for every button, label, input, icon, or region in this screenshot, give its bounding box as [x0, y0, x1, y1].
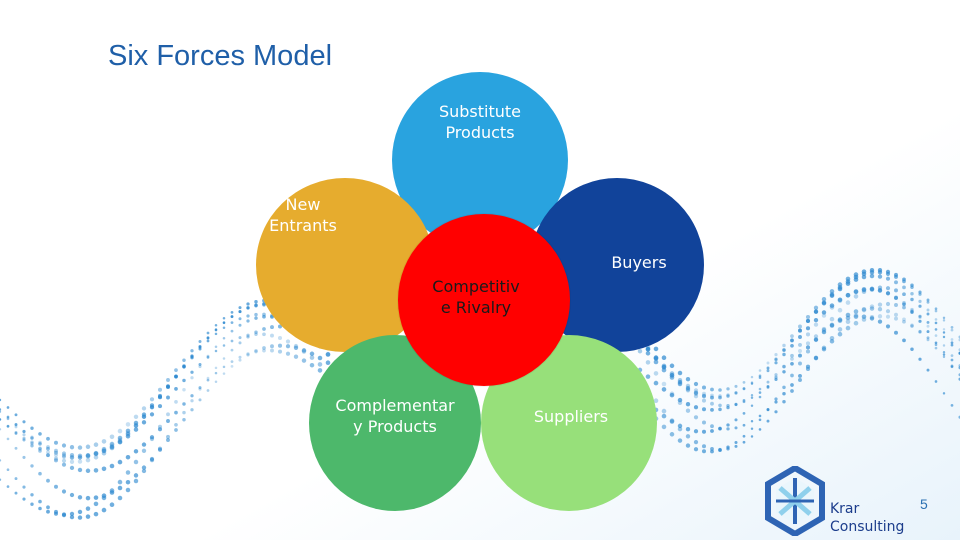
petal-competitive-rivalry: Competitiv e Rivalry: [398, 214, 570, 386]
substitute-products-label: Substitute Products: [438, 102, 522, 142]
logo-text: Krar Consulting: [830, 501, 905, 535]
krar-logo-icon: [765, 466, 825, 536]
petal-complementary-products: Complementar y Products: [309, 335, 481, 511]
slide-title: Six Forces Model: [108, 40, 333, 72]
competitive-rivalry-label: Competitiv e Rivalry: [432, 277, 520, 317]
suppliers-label: Suppliers: [533, 406, 609, 426]
buyers-label: Buyers: [611, 252, 667, 272]
page-number: 5: [920, 496, 928, 512]
krar-consulting-logo: Krar Consulting: [764, 466, 924, 536]
complementary-products-label: Complementar y Products: [335, 396, 455, 436]
new-entrants-label: New Entrants: [269, 195, 337, 235]
